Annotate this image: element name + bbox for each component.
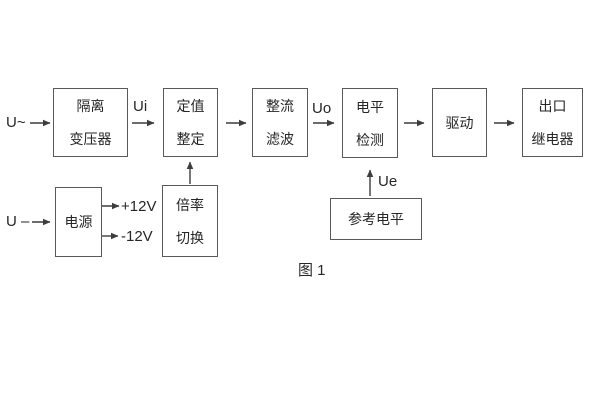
block-ratio-switch-line1: 倍率 [176, 196, 204, 213]
block-power-supply-line1: 电源 [64, 214, 93, 230]
block-output-relay-line2: 继电器 [531, 131, 574, 147]
block-reference-level: 参考电平 [330, 198, 422, 240]
figure-caption: 图 1 [298, 262, 326, 279]
block-rectifier-filter-line1: 整流 [266, 98, 294, 114]
block-ratio-switch: 倍率 切换 [162, 185, 218, 257]
label-rail-neg: -12V [121, 228, 153, 245]
block-setting-adjust-line2: 整定 [176, 131, 205, 147]
label-signal-ui: Ui [133, 98, 148, 115]
label-rail-pos: +12V [121, 198, 157, 215]
block-drive-line1: 驱动 [445, 114, 474, 131]
block-isolation-transformer: 隔离 变压器 [53, 88, 128, 157]
label-signal-uo: Uo [312, 100, 332, 117]
block-level-detect: 电平 检测 [342, 88, 398, 158]
block-drive: 驱动 [432, 88, 487, 157]
block-level-detect-line2: 检测 [356, 131, 384, 148]
block-rectifier-filter: 整流 滤波 [252, 88, 308, 157]
block-level-detect-line1: 电平 [356, 98, 384, 115]
block-reference-level-line1: 参考电平 [348, 211, 404, 227]
block-power-supply: 电源 [55, 187, 102, 257]
label-signal-ue: Ue [378, 173, 398, 190]
block-setting-adjust-line1: 定值 [176, 98, 205, 114]
block-rectifier-filter-line2: 滤波 [266, 131, 294, 147]
block-isolation-transformer-line2: 变压器 [69, 131, 112, 147]
block-output-relay: 出口 继电器 [522, 88, 583, 157]
block-output-relay-line1: 出口 [538, 98, 567, 114]
label-dc-input: U – [6, 213, 30, 230]
block-ratio-switch-line2: 切换 [176, 229, 204, 246]
block-isolation-transformer-line1: 隔离 [76, 98, 105, 114]
block-setting-adjust: 定值 整定 [163, 88, 218, 157]
label-ac-input: U~ [6, 114, 26, 131]
